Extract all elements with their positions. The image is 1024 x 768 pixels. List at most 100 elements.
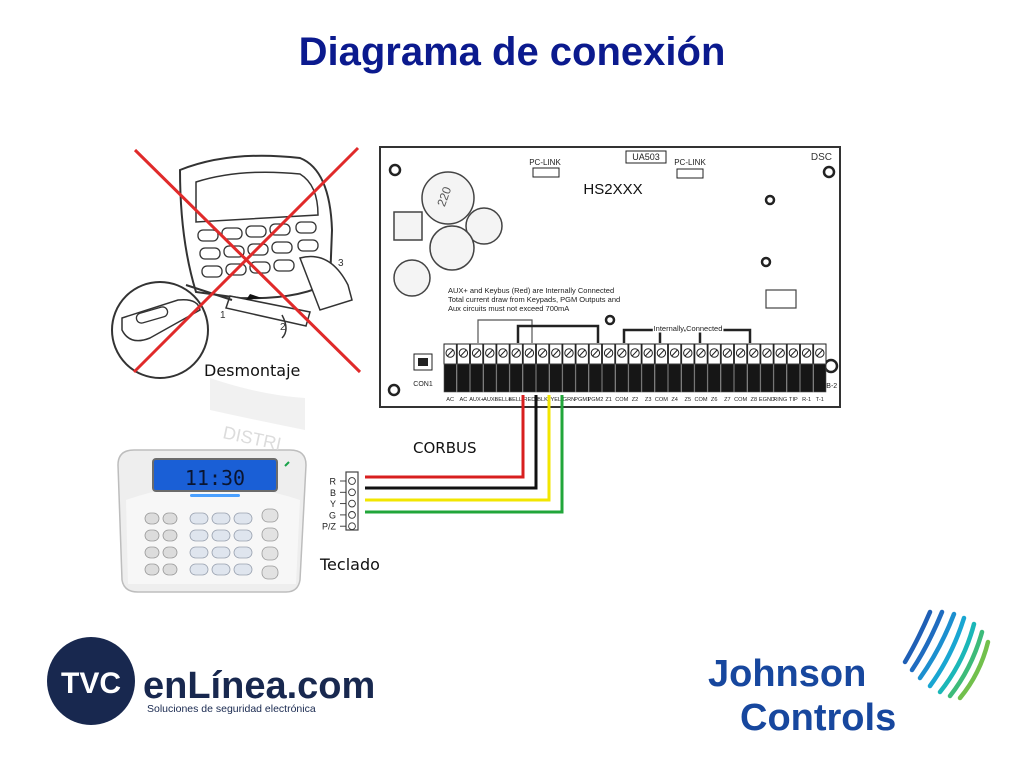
control-panel-board: 220 PC-LINK PC-LINK UA503 DSC HS2XXX AUX…: [379, 146, 841, 408]
terminal-label: Z3: [645, 397, 652, 403]
terminal: COM: [615, 343, 629, 403]
terminal: Z8: [747, 343, 761, 403]
terminal-label: Z6: [711, 397, 718, 403]
terminal-label: EGND: [759, 397, 775, 403]
keypad-illustration: 11:30: [117, 449, 307, 593]
keypad-wire-label: G: [329, 510, 336, 520]
keypad-key: [211, 512, 231, 525]
keypad-key: [162, 546, 178, 559]
keypad-key: [211, 529, 231, 542]
keypad-key: [189, 529, 209, 542]
terminal-label: AC: [460, 397, 468, 403]
terminal: AUX+: [469, 343, 484, 403]
keypad-wire-label: B: [330, 488, 336, 498]
johnson-controls-logo: Johnson Controls: [708, 609, 991, 739]
svg-text:2: 2: [280, 322, 286, 333]
terminal-label: GRN: [563, 397, 575, 403]
terminal-label: RING: [773, 397, 787, 403]
panel-note-2: Total current draw from Keypads, PGM Out…: [448, 295, 620, 304]
jc-line-2: Controls: [740, 697, 896, 739]
terminal: GRN: [562, 343, 576, 403]
terminal-label: YEL: [551, 397, 562, 403]
terminal-label: Z5: [685, 397, 692, 403]
keypad-wire-label: P/Z: [322, 522, 337, 532]
pc-link-label-2: PC-LINK: [674, 158, 706, 167]
keypad-key: [233, 512, 253, 525]
terminal-label: BLK: [537, 397, 548, 403]
terminal: COM: [694, 343, 708, 403]
keypad-key: [162, 512, 178, 525]
keypad-key: [211, 546, 231, 559]
wire-yellow: [365, 395, 551, 502]
terminal: COM: [733, 343, 747, 403]
terminal: Z1: [601, 343, 616, 403]
terminal-label: PGM1: [574, 397, 590, 403]
keypad-key: [144, 563, 160, 576]
terminal: YEL: [549, 343, 563, 403]
keypad-key: [189, 512, 209, 525]
keypad-key: [144, 546, 160, 559]
desmontaje-label: Desmontaje: [204, 361, 300, 380]
terminal-label: Z4: [671, 397, 678, 403]
keypad-key: [189, 563, 209, 576]
con1-label: CON1: [413, 381, 433, 388]
svg-text:3: 3: [338, 258, 344, 269]
terminal: PGM2: [587, 343, 603, 403]
panel-model-label: HS2XXX: [583, 181, 642, 198]
terminal-label: R-1: [802, 397, 811, 403]
keypad-key: [233, 529, 253, 542]
terminal: EGND: [759, 343, 775, 403]
terminal-label: RED: [523, 397, 535, 403]
terminal-label: AUX-: [483, 397, 497, 403]
keypad-display: 11:30: [185, 466, 245, 490]
panel-note-3: Aux circuits must not exceed 700mA: [448, 304, 569, 313]
tb2-label: TB-2: [822, 383, 837, 390]
terminal: Z7: [720, 343, 735, 403]
keypad-key: [233, 563, 253, 576]
keypad-keys: [144, 508, 279, 580]
corbus-wires: [365, 395, 564, 514]
terminal-label: COM: [734, 397, 747, 403]
keypad-key: [144, 512, 160, 525]
terminal: AC: [443, 343, 457, 403]
terminal-label: AC: [446, 397, 454, 403]
keypad-key: [189, 546, 209, 559]
terminal: Z5: [681, 343, 695, 403]
wire-green: [365, 395, 564, 514]
terminal-label: PGM2: [587, 397, 603, 403]
terminal-label: Z2: [632, 397, 639, 403]
terminal-label: Z7: [724, 397, 731, 403]
tvc-tagline: Soluciones de seguridad electrónica: [147, 703, 316, 715]
keypad-key: [162, 529, 178, 542]
terminal: Z3: [641, 343, 655, 403]
keypad-function-key: [261, 546, 279, 561]
terminal: BELL-: [508, 343, 524, 403]
keypad-removal-illustration: 1 2 3: [111, 128, 362, 430]
terminal-label: COM: [615, 397, 628, 403]
terminal-label: AUX+: [469, 397, 484, 403]
teclado-label: Teclado: [319, 555, 380, 574]
jc-swoosh-icon: [902, 609, 991, 701]
keypad-function-key: [261, 565, 279, 580]
jc-line-1: Johnson: [708, 653, 866, 695]
brand-label: DSC: [811, 152, 832, 163]
part-number: UA503: [632, 152, 660, 162]
terminal-label: COM: [655, 397, 668, 403]
keypad-wire-label: Y: [330, 499, 336, 509]
terminal: BELL+: [495, 343, 512, 403]
terminal-label: BELL-: [508, 397, 524, 403]
keypad-function-key: [261, 527, 279, 542]
terminal-label: Z1: [605, 397, 612, 403]
terminal: AUX-: [483, 343, 497, 403]
terminal-label: BELL+: [495, 397, 512, 403]
keypad-wire-label: R: [330, 477, 337, 487]
tvc-logo: TVC enLínea.com Soluciones de seguridad …: [47, 637, 375, 725]
keypad-key: [211, 563, 231, 576]
wire-black: [365, 395, 538, 490]
terminal: RING: [773, 343, 787, 403]
internally-connected-label: Internally Connected: [654, 324, 723, 333]
terminal: Z2: [628, 343, 642, 403]
corbus-label: CORBUS: [413, 439, 477, 457]
